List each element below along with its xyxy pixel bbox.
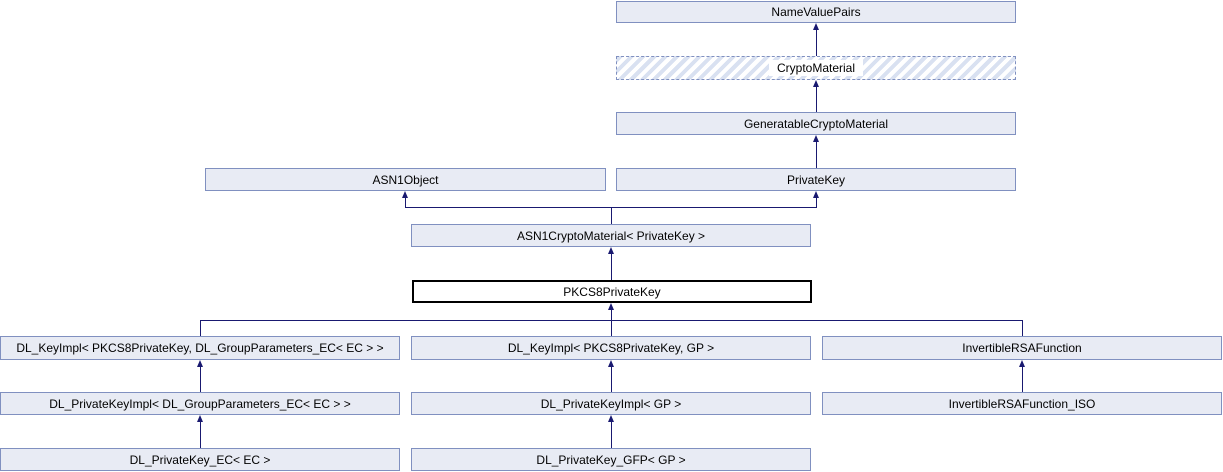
edge-dl-privatekeyimpl-ec-line — [200, 363, 201, 392]
node-dl-keyimpl-pkcs8-groupparameters-ec[interactable]: DL_KeyImpl< PKCS8PrivateKey, DL_GroupPar… — [0, 336, 400, 360]
edge-asn1cryptomaterial-stem-line — [611, 207, 612, 224]
edge-pkcs8-asn1cryptomaterial-line — [611, 250, 612, 280]
edge-children-pkcs8-arrow-icon — [608, 303, 614, 310]
edge-dl-privatekey-ec-line — [200, 418, 201, 448]
node-asn1cryptomaterial-privatekey[interactable]: ASN1CryptoMaterial< PrivateKey > — [411, 224, 811, 247]
edge-generatable-cryptomaterial-arrow-icon — [813, 80, 819, 87]
edge-dl-privatekey-gfp-line — [611, 418, 612, 448]
node-invertiblersafunction-iso[interactable]: InvertibleRSAFunction_ISO — [822, 392, 1222, 415]
edge-asn1cryptomaterial-privatekey-line — [816, 194, 817, 207]
edge-asn1cryptomaterial-privatekey-arrow-icon — [813, 191, 819, 198]
edge-cryptomaterial-namevaluepairs-line — [816, 26, 817, 56]
edge-invertiblersa-iso-arrow-icon — [1019, 360, 1025, 367]
node-pkcs8privatekey-current: PKCS8PrivateKey — [412, 280, 812, 303]
edge-generatable-cryptomaterial-line — [816, 83, 817, 112]
edge-pkcs8-asn1cryptomaterial-arrow-icon — [608, 247, 614, 254]
node-privatekey[interactable]: PrivateKey — [616, 168, 1016, 191]
edge-invertiblersa-drop-line — [1022, 320, 1023, 336]
node-generatablecryptomaterial[interactable]: GeneratableCryptoMaterial — [616, 112, 1016, 135]
edge-cryptomaterial-namevaluepairs-arrow-icon — [813, 23, 819, 30]
edge-asn1cryptomaterial-asn1object-arrow-icon — [402, 191, 408, 198]
node-dl-privatekey-gfp[interactable]: DL_PrivateKey_GFP< GP > — [411, 448, 811, 471]
edge-dl-privatekeyimpl-gp-arrow-icon — [608, 360, 614, 367]
edge-dl-privatekeyimpl-gp-line — [611, 363, 612, 392]
edge-dl-keyimpl-gp-drop-line — [611, 320, 612, 336]
node-namevaluepairs[interactable]: NameValuePairs — [616, 1, 1016, 23]
edge-children-pkcs8-stem-line — [611, 306, 612, 320]
edge-privatekey-generatable-arrow-icon — [813, 135, 819, 142]
node-cryptomaterial-label: CryptoMaterial — [768, 60, 864, 76]
edge-invertiblersa-iso-line — [1022, 363, 1023, 392]
node-dl-privatekeyimpl-groupparameters-ec[interactable]: DL_PrivateKeyImpl< DL_GroupParameters_EC… — [0, 392, 400, 415]
edge-asn1cryptomaterial-asn1object-line — [405, 194, 406, 207]
edge-dl-privatekey-ec-arrow-icon — [197, 415, 203, 422]
node-invertiblersafunction[interactable]: InvertibleRSAFunction — [822, 336, 1222, 360]
node-cryptomaterial[interactable]: CryptoMaterial — [616, 56, 1016, 80]
node-dl-privatekeyimpl-gp[interactable]: DL_PrivateKeyImpl< GP > — [411, 392, 811, 415]
node-asn1object[interactable]: ASN1Object — [205, 168, 606, 191]
edge-dl-privatekey-gfp-arrow-icon — [608, 415, 614, 422]
edge-dl-keyimpl-ec-drop-line — [200, 320, 201, 336]
edge-privatekey-generatable-line — [816, 138, 817, 168]
node-dl-privatekey-ec[interactable]: DL_PrivateKey_EC< EC > — [0, 448, 400, 471]
node-dl-keyimpl-pkcs8-gp[interactable]: DL_KeyImpl< PKCS8PrivateKey, GP > — [411, 336, 811, 360]
edge-dl-privatekeyimpl-ec-arrow-icon — [197, 360, 203, 367]
